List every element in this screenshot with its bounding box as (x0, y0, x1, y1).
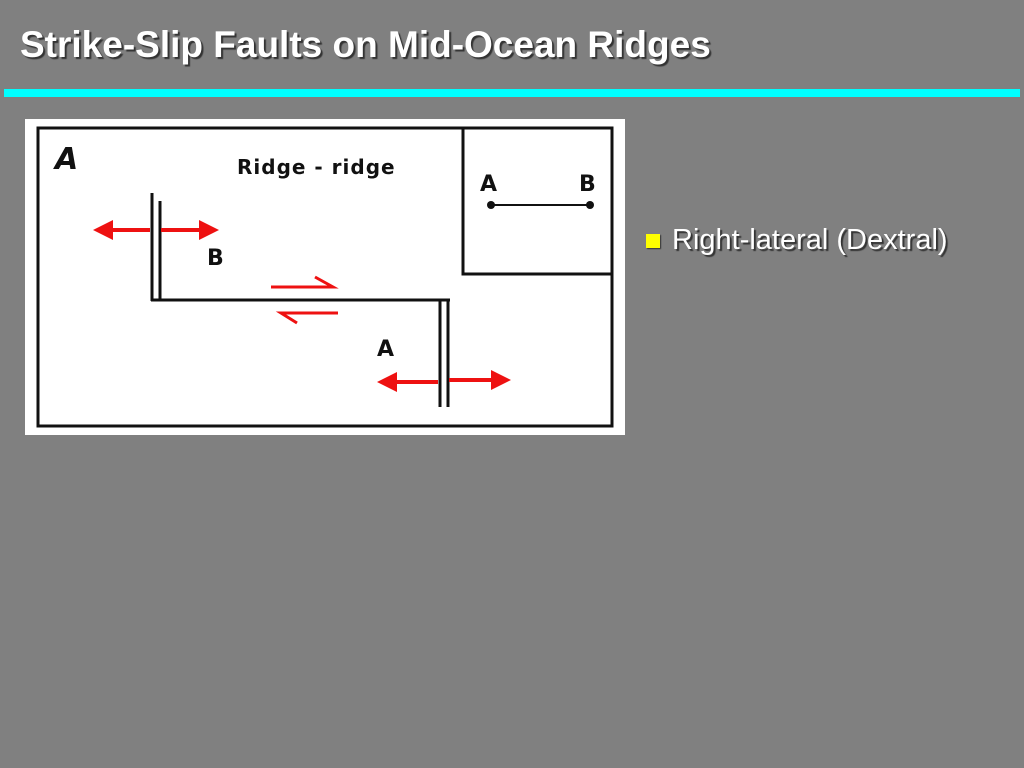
inset-point-b (586, 201, 594, 209)
square-bullet-icon (646, 233, 660, 248)
slide-title: Strike-Slip Faults on Mid-Ocean Ridges (20, 24, 711, 65)
bullet-text: Right-lateral (Dextral) (672, 224, 948, 256)
inset-label-a: A (480, 172, 497, 197)
slip-arrow-bottom (275, 311, 338, 325)
diagram-caption: Ridge - ridge (237, 155, 396, 179)
ridge-ridge-transform-diagram: A Ridge - ridge B A A B (25, 119, 625, 435)
label-a-right: A (377, 337, 394, 362)
label-b-left: B (207, 246, 224, 271)
diagram-svg: A Ridge - ridge B A A B (36, 126, 614, 428)
diagram-border (36, 126, 614, 428)
panel-letter: A (53, 142, 78, 177)
title-divider (4, 89, 1020, 97)
inset-point-a (487, 201, 495, 209)
inset-label-b: B (579, 172, 596, 197)
inset-box (461, 128, 612, 276)
bullet-item: Right-lateral (Dextral) (646, 224, 948, 257)
bullet-list: Right-lateral (Dextral) (646, 224, 948, 257)
slip-arrow-top (271, 275, 339, 289)
